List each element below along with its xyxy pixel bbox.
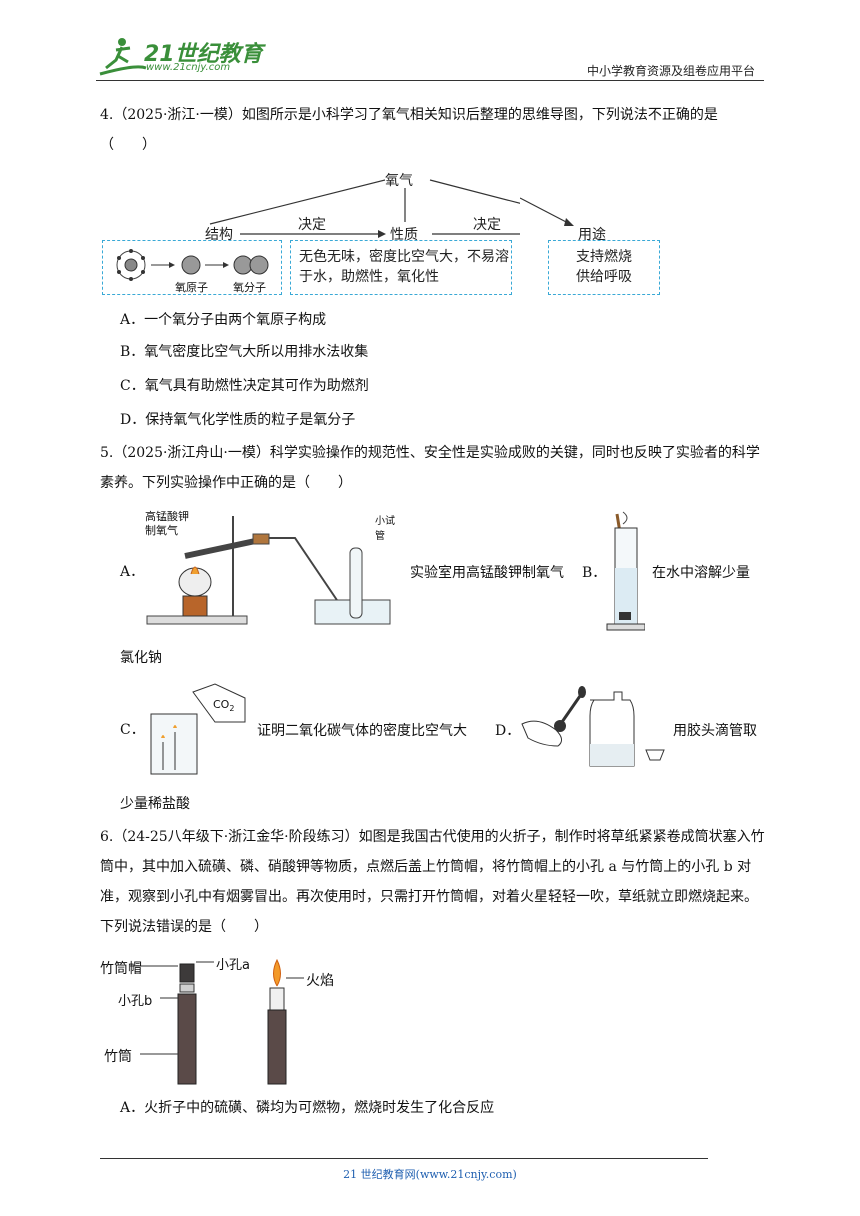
kmno4-label: 高锰酸钾制氧气 (145, 510, 189, 537)
use-box: 支持燃烧供给呼吸 (548, 240, 660, 295)
q6-option-a[interactable]: A．火折子中的硫磺、磷均为可燃物，燃烧时发生了化合反应 (120, 1100, 495, 1116)
q5-option-c-label[interactable]: C． (120, 722, 145, 738)
mindmap-structure: 结构 (205, 227, 233, 243)
use-text: 支持燃烧供给呼吸 (576, 249, 632, 285)
co2-subscript: 2 (229, 704, 235, 714)
logo-title: 21世纪教育 (144, 42, 263, 67)
graduated-cylinder-image (605, 508, 646, 632)
mindmap-lines-right (520, 197, 574, 226)
label-flame: 火焰 (306, 973, 334, 989)
molecule-label: 氧分子 (233, 281, 266, 294)
q5-stem: 5.（2025·浙江舟山·一模）科学实验操作的规范性、安全性是实验成败的关键，同… (100, 445, 760, 491)
co2-pour-image: CO2 (145, 682, 255, 778)
mindmap-use: 用途 (578, 227, 606, 243)
q5-option-d-label[interactable]: D． (495, 723, 521, 739)
co2-formula: CO (213, 698, 230, 711)
atom-label: 氧原子 (175, 281, 208, 294)
platform-name: 中小学教育资源及组卷应用平台 (586, 64, 755, 78)
dropper-image (518, 686, 668, 770)
small-tube-label: 小试管 (375, 516, 395, 542)
q5-option-a-label[interactable]: A． (120, 564, 145, 580)
structure-box: 氧原子 氧分子 (102, 240, 282, 295)
q5-option-c-text: 证明二氧化碳气体的密度比空气大 (257, 723, 467, 739)
footer-link[interactable]: 21 世纪教育网(www.21cnjy.com) (343, 1168, 517, 1181)
q5-option-b-text: 在水中溶解少量 (652, 565, 750, 581)
logo-figure-icon (99, 38, 147, 76)
q5-option-d-text-cont: 少量稀盐酸 (120, 796, 190, 812)
co2-bottle-label: CO2 (213, 698, 234, 713)
label-cap: 竹筒帽 (100, 961, 142, 977)
q5-option-d-text: 用胶头滴管取 (673, 723, 757, 739)
logo: 21世纪教育 www.21cnjy.com (96, 34, 266, 78)
mindmap-lines (209, 179, 520, 238)
footer-rule (100, 1158, 708, 1159)
q4-stem: 4.（2025·浙江·一模）如图所示是小科学习了氧气相关知识后整理的思维导图，下… (100, 107, 718, 153)
q5-option-b-text-cont: 氯化钠 (120, 650, 162, 666)
q4-option-c[interactable]: C．氧气具有助燃性决定其可作为助燃剂 (120, 378, 369, 394)
q4-option-a[interactable]: A．一个氧分子由两个氧原子构成 (120, 312, 327, 328)
q5-option-a-text: 实验室用高锰酸钾制氧气 (410, 565, 564, 581)
mindmap-arrow2-label: 决定 (473, 217, 501, 233)
q5-option-b-label[interactable]: B． (582, 565, 607, 581)
kmno4-apparatus-image: 高锰酸钾制氧气 小试管 (145, 508, 395, 628)
logo-url: www.21cnjy.com (146, 62, 231, 73)
q4-option-b[interactable]: B．氧气密度比空气大所以用排水法收集 (120, 344, 369, 360)
q6-stem: 6.（24-25八年级下·浙江金华·阶段练习）如图是我国古代使用的火折子，制作时… (100, 829, 765, 935)
header-rule (96, 80, 764, 81)
mindmap-oxygen: 氧气 (385, 173, 413, 189)
mindmap-property: 性质 (390, 227, 418, 243)
fire-starter-image: 竹筒帽 小孔a 小孔b 竹筒 火焰 (100, 950, 360, 1090)
mindmap-arrow1-label: 决定 (298, 217, 326, 233)
property-text: 无色无味，密度比空气大，不易溶于水，助燃性，氧化性 (299, 249, 509, 285)
property-box: 无色无味，密度比空气大，不易溶于水，助燃性，氧化性 (290, 240, 512, 295)
label-hole-b: 小孔b (118, 994, 153, 1009)
label-hole-a: 小孔a (216, 958, 250, 973)
q4-option-d[interactable]: D．保持氧气化学性质的粒子是氧分子 (120, 412, 356, 428)
atom-molecule-diagram (116, 249, 269, 281)
label-tube: 竹筒 (104, 1049, 132, 1065)
